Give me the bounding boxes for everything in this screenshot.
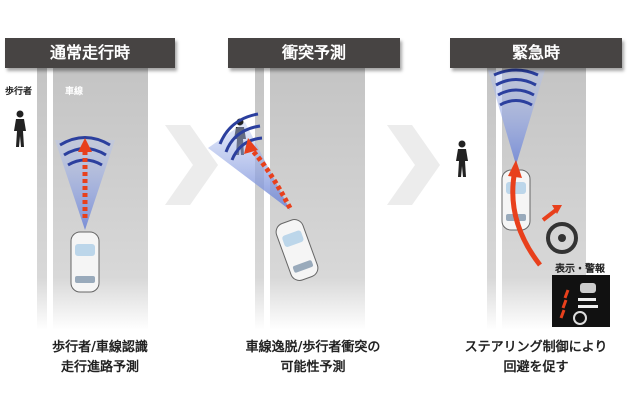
steering-wheel-icon <box>546 222 578 254</box>
panel-2-title: 衝突予測 <box>228 38 400 68</box>
panel-3-caption: ステアリング制御により回避を促す <box>436 338 630 378</box>
panel-2-caption: 車線逸脱/歩行者衝突の可能性予測 <box>213 338 413 378</box>
caption-line: 車線逸脱/歩行者衝突の <box>245 340 381 355</box>
panel-1-scene <box>14 68 148 330</box>
caption-line: 走行進路予測 <box>60 360 139 375</box>
panel-3-title: 緊急時 <box>450 38 622 68</box>
lane-label: 車線 <box>65 87 84 97</box>
next-chevron-1 <box>165 125 218 205</box>
caption-line: ステアリング制御により <box>464 340 608 355</box>
panel-1-caption: 歩行者/車線認識走行進路予測 <box>0 338 200 378</box>
next-chevron-2 <box>387 125 440 205</box>
caption-line: 歩行者/車線認識 <box>52 340 148 355</box>
caption-line: 可能性予測 <box>280 360 346 375</box>
panel-3-scene <box>456 68 610 330</box>
pedestrian-label: 歩行者 <box>5 87 33 97</box>
panel-2-scene <box>208 68 365 330</box>
caption-line: 回避を促す <box>503 360 569 375</box>
display-warning-label: 表示・警報 <box>555 264 605 275</box>
panel-1-title: 通常走行時 <box>5 38 175 68</box>
warning-display-icon <box>552 275 610 327</box>
